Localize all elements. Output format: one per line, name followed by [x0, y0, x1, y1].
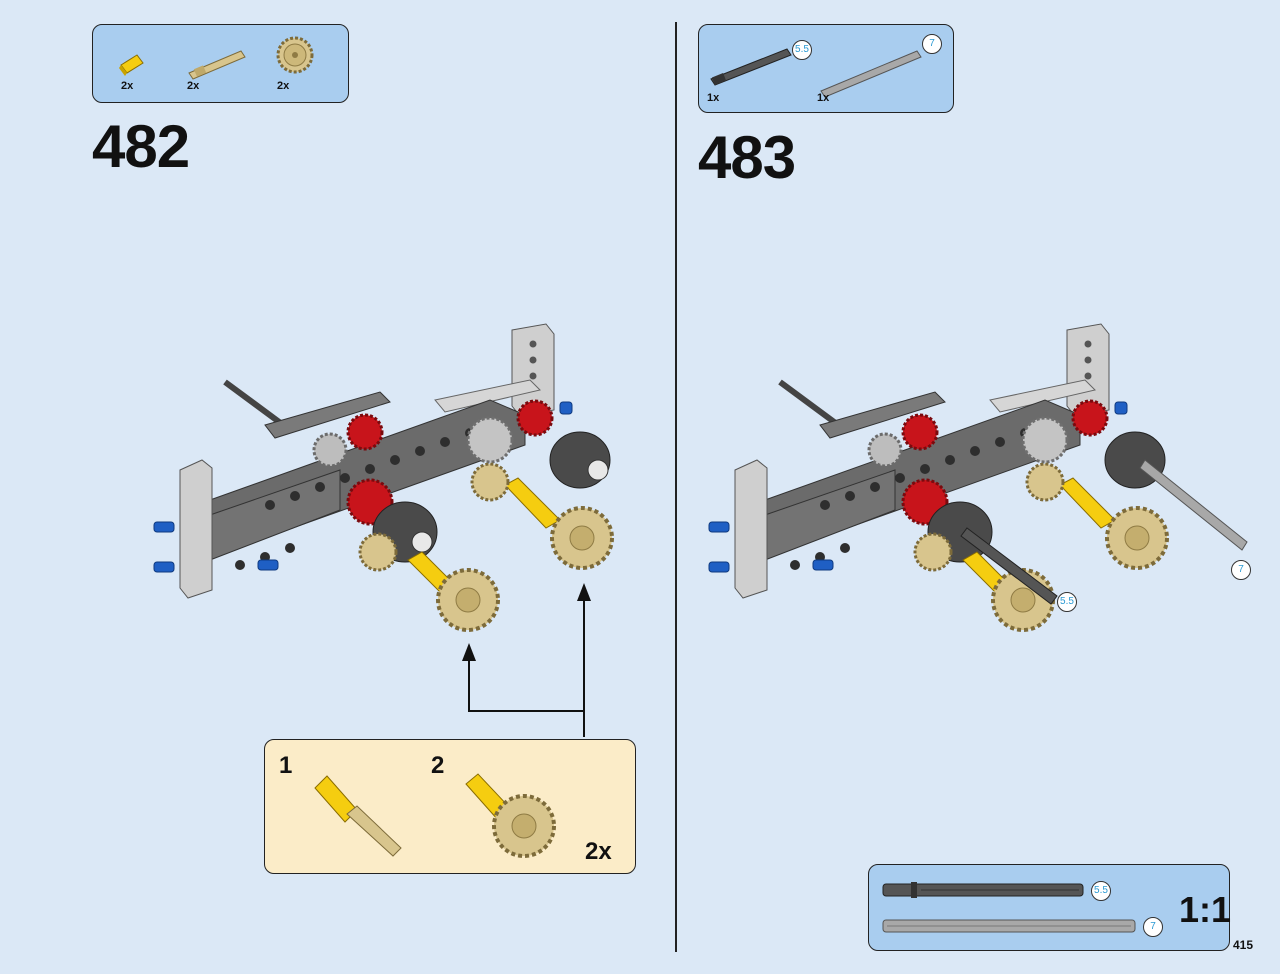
step-number-483: 483	[698, 124, 796, 191]
callout-multiplier: 2x	[585, 838, 612, 865]
step-number-482: 482	[92, 113, 190, 180]
axle-ruler-box: 5.5 7 1:1	[868, 864, 1232, 951]
sub-assembly-callout: 1 2 2x	[264, 739, 636, 874]
dark-axle-icon	[710, 48, 792, 86]
part-qty: 1x	[817, 92, 830, 104]
length-badge: 5.5	[1091, 881, 1111, 901]
assembly-482	[153, 323, 614, 632]
tan-gear-icon	[276, 36, 314, 74]
part-qty: 2x	[121, 80, 134, 92]
length-badge-long-axle: 7	[1231, 560, 1251, 580]
part-qty: 2x	[187, 80, 200, 92]
yellow-axle-connector-icon	[119, 54, 144, 76]
part-qty: 2x	[277, 80, 290, 92]
page-number: 415	[1233, 938, 1254, 952]
scale-label: 1:1	[1179, 889, 1232, 930]
parts-list-483: 5.5 1x 7 1x	[698, 24, 954, 113]
yellow-connector-gear-icon	[465, 773, 556, 858]
sub-step-number-1: 1	[279, 752, 293, 779]
length-badge-short-axle: 5.5	[1057, 592, 1077, 612]
page-divider	[675, 22, 677, 952]
dark-axle-ruler-icon	[882, 882, 1084, 898]
tan-axle-icon	[188, 50, 246, 80]
grey-axle-icon	[820, 50, 922, 98]
sub-step-number-2: 2	[431, 752, 445, 779]
assembly-483	[708, 323, 1248, 632]
grey-axle-ruler-icon	[882, 919, 1136, 933]
part-qty: 1x	[707, 92, 720, 104]
callout-arrows	[462, 583, 591, 737]
parts-list-482: 2x 2x 2x	[92, 24, 349, 103]
length-badge: 7	[1143, 917, 1163, 937]
length-badge: 7	[922, 34, 942, 54]
yellow-connector-axle-icon	[314, 775, 402, 857]
length-badge: 5.5	[792, 40, 812, 60]
